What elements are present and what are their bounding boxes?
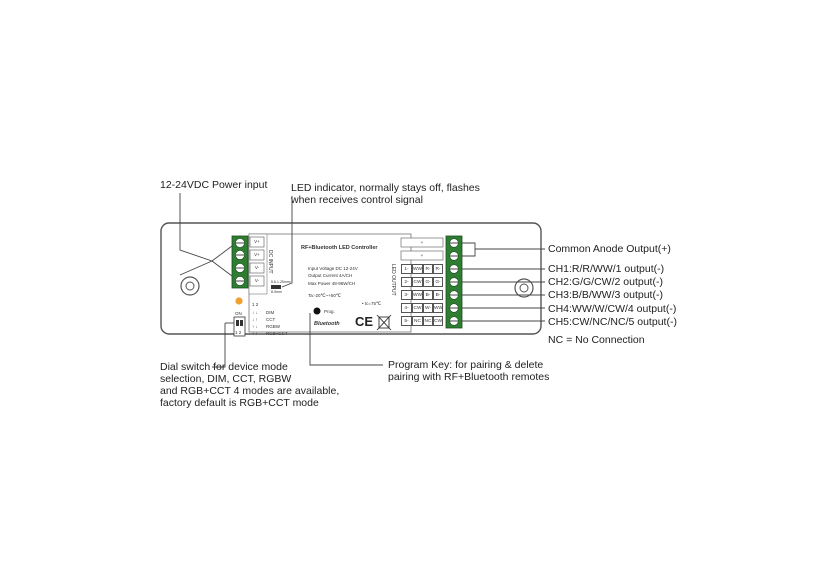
mode-rgbw: RGBW <box>266 324 280 329</box>
program-key-callout-line-2: pairing with RF+Bluetooth remotes <box>388 371 550 383</box>
output-cell: 2- <box>401 277 412 287</box>
output-cell: R- <box>433 264 443 274</box>
led-indicator-callout-line-1: LED indicator, normally stays off, flash… <box>291 182 480 194</box>
output-plus-label-1: + <box>420 240 424 245</box>
output-cell: W- <box>423 303 433 313</box>
output-cell: WW <box>433 303 443 313</box>
bluetooth-logo: Bluetooth <box>314 321 340 327</box>
output-cell: CW <box>412 277 423 287</box>
dc-input-label: DC INPUT <box>267 250 273 274</box>
ch3-callout: CH3:B/B/WW/3 output(-) <box>548 289 663 301</box>
prog-label: Prog. <box>324 309 335 314</box>
output-plus-box-2 <box>400 250 444 261</box>
label-panel <box>248 233 412 333</box>
output-cell: WW <box>412 290 423 300</box>
output-cell: 1- <box>401 264 412 274</box>
dial-switch-callout-line-2: selection, DIM, CCT, RGBW <box>160 373 292 385</box>
mode-rgbcct: RGB+CCT <box>266 331 288 336</box>
mode-cct-marker: ↓ ↑ <box>252 317 258 322</box>
mode-cct: CCT <box>266 317 276 322</box>
input-terminal-label-2: V+ <box>254 252 260 257</box>
output-cell: 5- <box>401 316 412 326</box>
wire-size-label: 5.6-1.25mm² <box>271 280 291 284</box>
input-term-label-box-2 <box>249 249 265 261</box>
dial-switch-callout-line-4: factory default is RGB+CCT mode <box>160 397 319 409</box>
mode-dim: DIM <box>266 310 275 315</box>
spec-line-4: Ta:-20℃~+50℃ <box>308 293 341 298</box>
dip-switch <box>233 316 246 337</box>
input-terminal-label-4: V- <box>254 278 260 283</box>
mounting-hole-left-inner <box>185 281 195 291</box>
ch2-callout: CH2:G/G/CW/2 output(-) <box>548 276 663 288</box>
dip-numbers: 1 2 <box>252 302 259 307</box>
output-cell: 3- <box>401 290 412 300</box>
ch1-callout: CH1:R/R/WW/1 output(-) <box>548 263 665 275</box>
led-indicator <box>235 297 243 305</box>
spec-line-1: Input Voltage DC 12-24V <box>308 266 358 271</box>
mode-dim-marker: ↓ ↓ <box>252 310 258 315</box>
mode-rgbcct-marker: ↑ ↑ <box>252 331 258 336</box>
dial-switch-callout-line-3: and RGB+CCT 4 modes are available, <box>160 385 340 397</box>
output-cell: B- <box>433 290 443 300</box>
prog-button <box>313 307 321 315</box>
mode-rgbw-marker: ↑ ↓ <box>252 324 258 329</box>
output-cell: R- <box>423 264 433 274</box>
output-cell: WW <box>412 264 423 274</box>
input-terminal-label-3: V- <box>254 265 260 270</box>
ce-mark: CE <box>355 314 374 329</box>
led-indicator-callout-line-2: when receives control signal <box>291 194 423 206</box>
ch4-callout: CH4:WW/W/CW/4 output(-) <box>548 303 677 315</box>
output-cell: G- <box>423 277 433 287</box>
ch5-callout: CH5:CW/NC/NC/5 output(-) <box>548 316 677 328</box>
output-cell: B- <box>423 290 433 300</box>
output-cell: NC <box>423 316 433 326</box>
strip-length-label: 8-9mm <box>271 290 282 294</box>
nc-note: NC = No Connection <box>548 334 645 346</box>
led-output-label: LED OUTPUT <box>390 264 396 296</box>
output-plus-label-2: + <box>420 253 424 258</box>
output-cell: CW <box>412 303 423 313</box>
spec-line-2: Output Current 4A/CH <box>308 273 353 278</box>
spec-line-3: Max Power 48-96W/CH <box>308 281 356 286</box>
dip-on-label: ON <box>235 311 242 316</box>
input-term-label-box-1 <box>249 236 265 248</box>
weee-bin-icon <box>378 316 390 329</box>
output-cell: G- <box>433 277 443 287</box>
program-key-callout-line-1: Program Key: for pairing & delete <box>388 359 544 371</box>
device-title: RF+Bluetooth LED Controller <box>301 245 378 251</box>
output-cell: CW <box>433 316 443 326</box>
mounting-hole-right-inner <box>519 283 529 293</box>
input-term-label-box-3 <box>249 262 265 274</box>
output-plus-box-1 <box>400 237 444 248</box>
dial-switch-callout-line-1: Dial switch for device mode <box>160 361 288 373</box>
output-cell: NC <box>412 316 423 326</box>
power-input-callout: 12-24VDC Power input <box>160 179 268 191</box>
common-anode-callout: Common Anode Output(+) <box>548 243 671 255</box>
tc-label: • tc=75℃ <box>362 301 382 306</box>
output-cell: 4- <box>401 303 412 313</box>
input-term-label-box-4 <box>249 275 265 287</box>
input-terminal-label-1: V+ <box>254 239 260 244</box>
wire-strip-marker <box>271 285 281 289</box>
dip-numbers-bottom: 1 2 <box>235 330 242 335</box>
input-terminal-block <box>231 235 249 289</box>
